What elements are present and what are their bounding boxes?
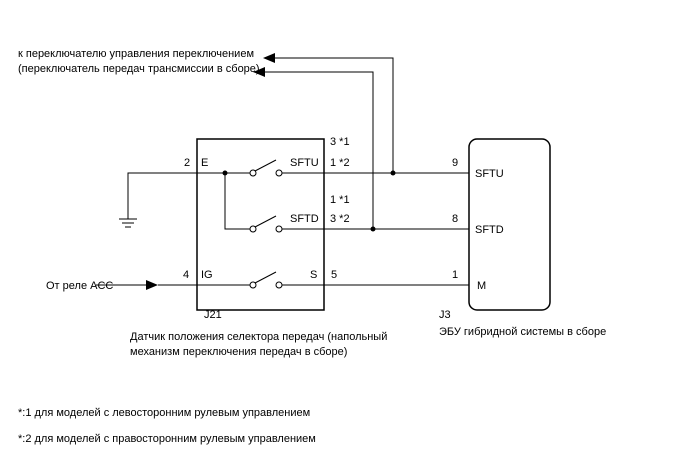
note-top-line2: (переключатель передач трансмиссии в сбо… [18, 63, 260, 75]
wire-e-to-sftd [224, 173, 250, 230]
ecu-pin-sftd-label: SFTD [475, 224, 504, 236]
arrow-left-icon [263, 53, 275, 63]
switch-s-blade [254, 271, 277, 284]
ecu-pin-sftu-number: 9 [452, 157, 458, 169]
ecu-pin-sftu-label: SFTU [475, 168, 504, 180]
pin-ig-label: IG [201, 269, 213, 281]
arrow-right-icon [146, 280, 158, 290]
switch-contact [249, 169, 257, 177]
pin-e-number: 2 [184, 157, 190, 169]
sensor-id: J21 [204, 309, 222, 321]
pin-sftu-variant1: 3 *1 [330, 136, 350, 148]
ecu-pin-sftd-number: 8 [452, 213, 458, 225]
pin-sftd-variant2: 3 *2 [330, 213, 350, 225]
switch-s-label: S [310, 269, 317, 281]
pin-ig-number: 4 [183, 269, 189, 281]
arrow-left-icon [253, 67, 265, 77]
pin-sftu-variant2: 1 *2 [330, 157, 350, 169]
switch-sftu-blade [254, 159, 277, 172]
sensor-desc-line1: Датчик положения селектора передач (напо… [130, 331, 387, 343]
switch-sftd-blade [254, 215, 277, 228]
footnote-2: *:2 для моделей с правосторонним рулевым… [18, 433, 316, 445]
pin-sftd-variant1: 1 *1 [330, 194, 350, 206]
pin-e-label: E [201, 157, 208, 169]
switch-sftd-label: SFTD [290, 213, 319, 225]
wire-ground [127, 172, 197, 219]
switch-contact [275, 225, 283, 233]
switch-contact [275, 281, 283, 289]
switch-contact [275, 169, 283, 177]
footnote-1: *:1 для моделей с левосторонним рулевым … [18, 407, 310, 419]
switch-contact [249, 225, 257, 233]
note-top-line1: к переключателю управления переключением [18, 48, 254, 60]
ecu-id: J3 [439, 309, 451, 321]
switch-sftu-label: SFTU [290, 157, 319, 169]
junction-dot [390, 170, 396, 176]
switch-contact [249, 281, 257, 289]
ecu-box [468, 138, 551, 311]
junction-dot [370, 226, 376, 232]
wire-sftu-branch [272, 57, 394, 173]
sensor-desc-line2: механизм переключения передач в сборе) [130, 346, 347, 358]
wire-sftd-branch [262, 71, 374, 229]
ecu-pin-m-label: M [477, 280, 486, 292]
pin-s-number: 5 [331, 269, 337, 281]
ecu-desc: ЭБУ гибридной системы в сборе [439, 326, 606, 338]
ecu-pin-m-number: 1 [452, 269, 458, 281]
acc-relay-label: От реле ACC [46, 280, 113, 292]
